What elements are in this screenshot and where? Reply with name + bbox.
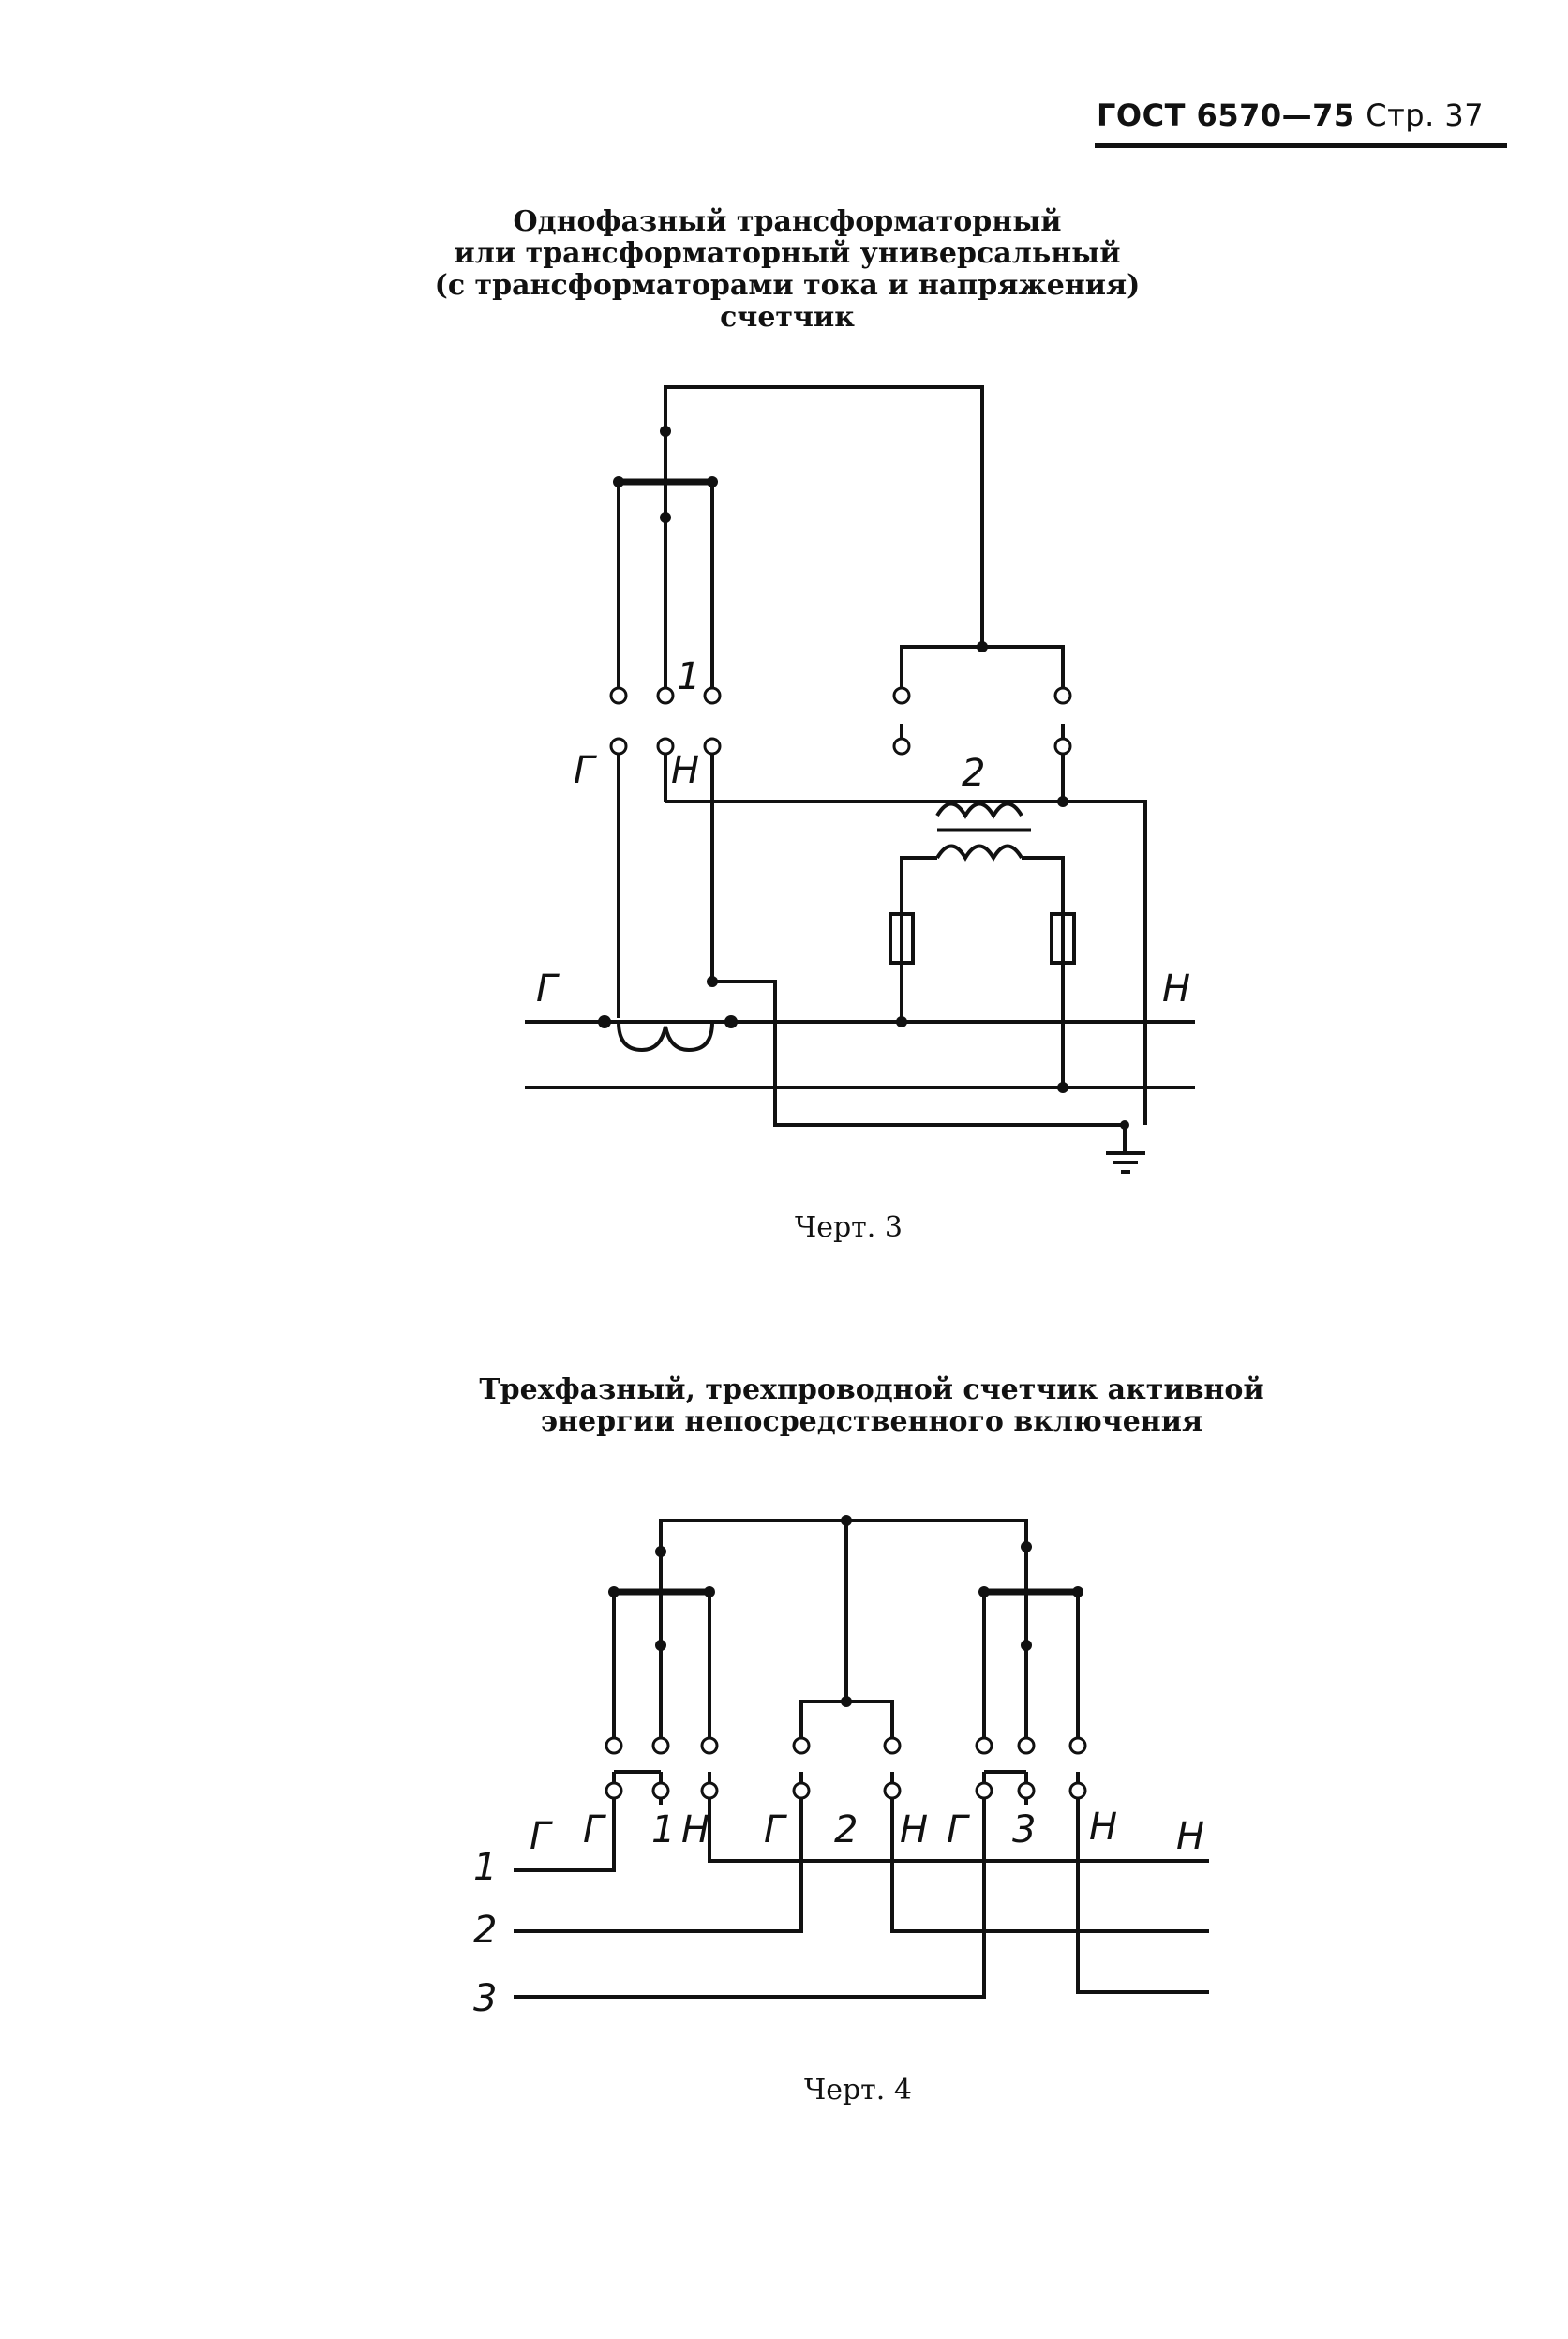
figure4-title-line: энергии непосредственного включения — [540, 1405, 1203, 1438]
figure4-label-line-g: Г — [530, 1815, 553, 1858]
figure4-label-line-n: Н — [1176, 1815, 1204, 1858]
figure4-label-el3-g: Г — [947, 1808, 970, 1852]
header-page: Стр. 37 — [1366, 97, 1485, 133]
figure4-title: Трехфазный, трехпроводной счетчик активн… — [469, 1374, 1275, 1438]
figure3-caption: Черт. 3 — [795, 1211, 903, 1244]
figure3-title-line: счетчик — [720, 301, 855, 334]
figure4-label-element2: 2 — [834, 1808, 858, 1852]
figure3-title-line: Однофазный трансформаторный — [513, 205, 1062, 238]
figure4-diagram: 1 2 3 Г Г 1 Н Г 2 Н Г 3 Н Н — [473, 1515, 1209, 2020]
figure3-title-line: или трансформаторный универсальный — [454, 237, 1121, 270]
figure4-label-phase1: 1 — [473, 1846, 497, 1889]
figure4-label-el2-n: Н — [900, 1808, 928, 1852]
figure3-label-line-gen: Г — [536, 967, 560, 1011]
page-header: ГОСТ 6570—75 Стр. 37 — [1097, 97, 1509, 133]
figure3-title: Однофазный трансформаторный или трансфор… — [422, 206, 1153, 334]
figure4-label-element3: 3 — [1012, 1808, 1036, 1852]
figure4-label-el1-g: Г — [583, 1808, 606, 1852]
figure3-title-line: (с трансформаторами тока и напряжения) — [434, 269, 1141, 302]
figure4-label-el1-n: Н — [681, 1808, 709, 1852]
header-doc: ГОСТ 6570—75 — [1097, 97, 1355, 133]
figure4-label-el2-g: Г — [764, 1808, 787, 1852]
figure3-label-line-load: Н — [1162, 967, 1190, 1011]
figure4-label-phase3: 3 — [473, 1977, 497, 2020]
figure4-label-phase2: 2 — [473, 1909, 497, 1952]
figure3-label-transformer: 2 — [962, 752, 985, 795]
figure3-label-load-terminal: Н — [671, 749, 699, 792]
header-rule — [1095, 143, 1507, 148]
figure4-title-line: Трехфазный, трехпроводной счетчик активн… — [479, 1373, 1264, 1406]
figure4-label-el3-n: Н — [1089, 1806, 1117, 1849]
figure3-label-meter: 1 — [677, 655, 700, 698]
figure3-diagram: 1 2 Г Н Г Н — [525, 385, 1195, 1174]
figure3-label-gen-terminal: Г — [574, 749, 597, 792]
figure4-label-element1: 1 — [651, 1808, 675, 1852]
figure4-caption: Черт. 4 — [804, 2074, 912, 2107]
